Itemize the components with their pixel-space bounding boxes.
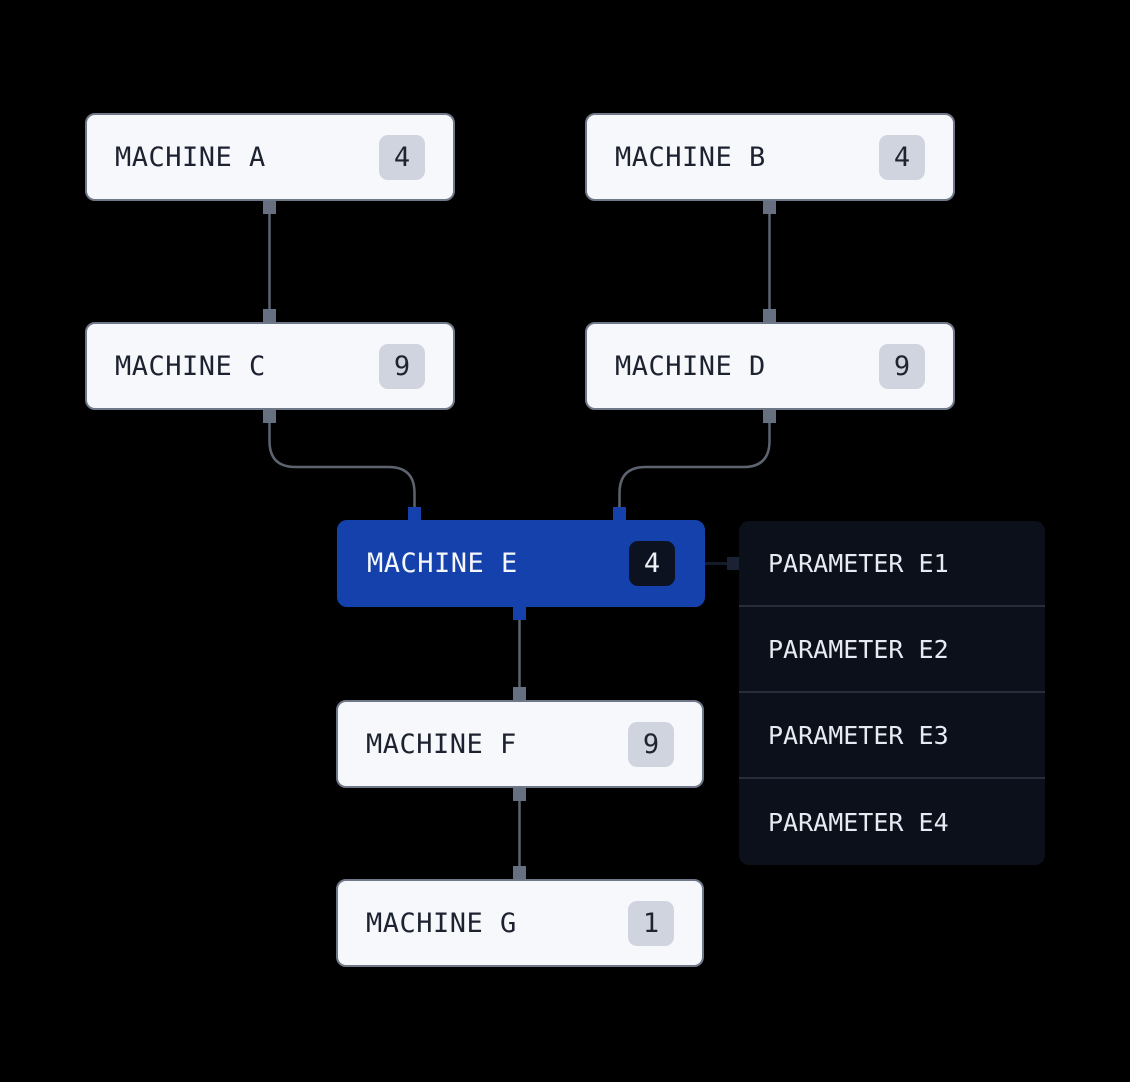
port-parameter-panel-in[interactable] — [727, 557, 739, 570]
node-machine-c-badge: 9 — [379, 343, 425, 389]
node-machine-a-badge: 4 — [379, 134, 425, 180]
node-machine-f-label: MACHINE F — [366, 728, 517, 760]
parameter-item-e2[interactable]: PARAMETER E2 — [739, 607, 1045, 693]
edge-d-e — [618, 415, 771, 512]
parameter-item-e4[interactable]: PARAMETER E4 — [768, 807, 949, 837]
edge-c-e — [268, 415, 416, 512]
port-machine-f-in[interactable] — [513, 687, 526, 700]
port-machine-c-out[interactable] — [263, 410, 276, 423]
node-machine-f[interactable]: MACHINE F 9 — [336, 700, 704, 788]
node-machine-a-label: MACHINE A — [115, 141, 266, 173]
port-machine-e-in-left[interactable] — [408, 507, 421, 520]
port-machine-d-in[interactable] — [763, 309, 776, 322]
node-machine-d-badge: 9 — [879, 343, 925, 389]
parameter-item-e3[interactable]: PARAMETER E3 — [739, 693, 1045, 779]
port-machine-f-out[interactable] — [513, 788, 526, 801]
node-machine-b-badge: 4 — [879, 134, 925, 180]
port-machine-g-in[interactable] — [513, 866, 526, 879]
port-machine-a-out[interactable] — [263, 201, 276, 214]
port-machine-b-out[interactable] — [763, 201, 776, 214]
node-machine-d-label: MACHINE D — [615, 350, 766, 382]
node-machine-e-badge: 4 — [629, 541, 675, 586]
node-machine-e-label: MACHINE E — [367, 548, 518, 579]
node-machine-a[interactable]: MACHINE A 4 — [85, 113, 455, 201]
node-machine-d[interactable]: MACHINE D 9 — [585, 322, 955, 410]
parameter-item-e1[interactable]: PARAMETER E1 — [739, 521, 1045, 607]
node-machine-c[interactable]: MACHINE C 9 — [85, 322, 455, 410]
port-machine-e-out[interactable] — [513, 607, 526, 620]
port-machine-e-in-right[interactable] — [613, 507, 626, 520]
node-machine-b[interactable]: MACHINE B 4 — [585, 113, 955, 201]
node-machine-g-label: MACHINE G — [366, 907, 517, 939]
parameter-panel: PARAMETER E1 PARAMETER E2 PARAMETER E3 P… — [739, 521, 1045, 865]
node-machine-g[interactable]: MACHINE G 1 — [336, 879, 704, 967]
node-machine-c-label: MACHINE C — [115, 350, 266, 382]
node-machine-b-label: MACHINE B — [615, 141, 766, 173]
node-machine-g-badge: 1 — [628, 900, 674, 946]
node-machine-e[interactable]: MACHINE E 4 — [337, 520, 705, 607]
port-machine-d-out[interactable] — [763, 410, 776, 423]
node-machine-f-badge: 9 — [628, 721, 674, 767]
port-machine-c-in[interactable] — [263, 309, 276, 322]
